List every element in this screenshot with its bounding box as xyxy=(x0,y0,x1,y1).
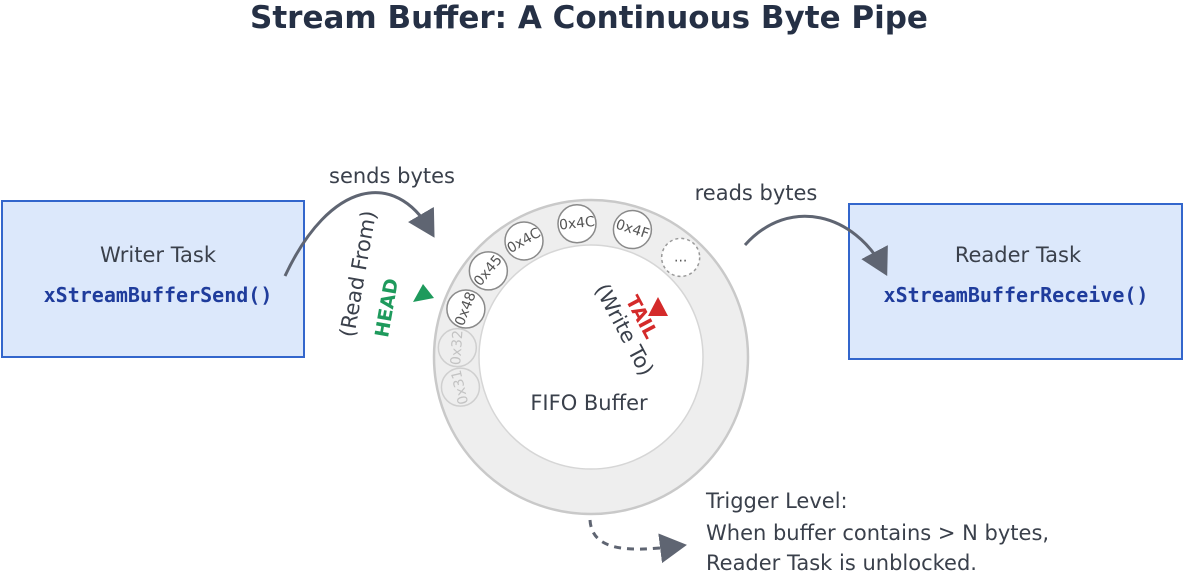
trigger-line2: Reader Task is unblocked. xyxy=(706,551,977,573)
byte-value: 0x31 xyxy=(449,368,472,406)
reads-arrow xyxy=(743,214,888,276)
writer-task-label: Writer Task xyxy=(100,243,217,267)
reader-task-label: Reader Task xyxy=(955,243,1082,267)
tail-arrow-icon xyxy=(648,297,668,316)
sends-bytes-label: sends bytes xyxy=(329,164,455,188)
head-marker: HEAD (Read From) xyxy=(335,209,434,339)
trigger-note: Trigger Level: When buffer contains > N … xyxy=(705,489,1049,573)
byte-slot-circle xyxy=(440,367,481,407)
byte-value: ... xyxy=(674,249,687,265)
byte-slot: 0x32 xyxy=(437,327,478,368)
diagram-title: Stream Buffer: A Continuous Byte Pipe xyxy=(250,0,928,36)
writer-function-label: xStreamBufferSend() xyxy=(44,283,273,307)
byte-slot-circle xyxy=(612,209,653,250)
byte-slot-circle xyxy=(504,221,544,261)
head-arrow-icon xyxy=(413,284,434,302)
byte-slot: 0x4C xyxy=(504,221,544,261)
byte-slot-circle xyxy=(446,289,486,329)
trigger-line1: When buffer contains > N bytes, xyxy=(706,521,1049,545)
byte-slot: 0x31 xyxy=(440,367,481,407)
sends-arrow xyxy=(283,191,435,277)
writer-task-box: Writer Task xStreamBufferSend() xyxy=(1,200,305,358)
byte-value: 0x4C xyxy=(558,214,596,234)
byte-value: 0x32 xyxy=(448,330,466,366)
byte-slot: 0x4F xyxy=(612,209,653,250)
reads-bytes-label: reads bytes xyxy=(695,181,818,205)
byte-slot: ... xyxy=(660,237,701,278)
byte-slot-circle xyxy=(437,327,478,368)
byte-slot-circle xyxy=(660,237,701,278)
fifo-buffer-label: FIFO Buffer xyxy=(530,391,648,415)
trigger-title: Trigger Level: xyxy=(705,489,848,513)
byte-slot: 0x4C xyxy=(557,203,597,244)
byte-slot: 0x48 xyxy=(446,289,486,329)
byte-slot: 0x45 xyxy=(468,251,509,291)
byte-slot-circle xyxy=(557,203,597,244)
head-label: HEAD xyxy=(371,277,403,339)
reader-task-box: Reader Task xStreamBufferReceive() xyxy=(848,203,1183,360)
reader-function-label: xStreamBufferReceive() xyxy=(884,283,1149,307)
trigger-arrow xyxy=(588,519,687,564)
byte-slot-circle xyxy=(468,251,509,291)
ring-inner xyxy=(478,244,704,470)
